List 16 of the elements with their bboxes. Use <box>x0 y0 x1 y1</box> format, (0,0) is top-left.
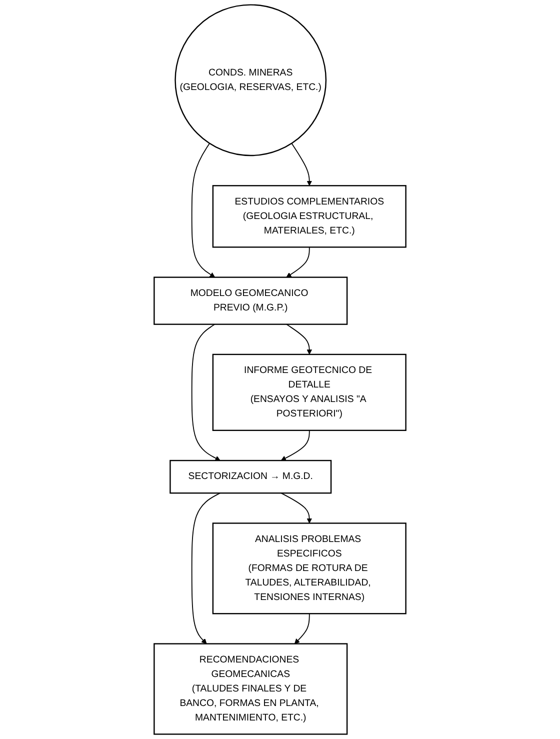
arrow <box>294 613 310 644</box>
node-box: MODELO GEOMECANICO PREVIO (M.G.P.) <box>154 276 348 325</box>
arrow <box>280 430 310 461</box>
arrow <box>286 324 312 355</box>
arrow <box>280 492 312 524</box>
arrow <box>191 324 220 461</box>
node-box: ESTUDIOS COMPLEMENTARIOS (GEOLOGIA ESTRUCTURAL, MATERIALES, ETC.) <box>212 185 406 248</box>
node-box: INFORME GEOTECNICO DE DETALLE (ENSAYOS Y ANALISIS "A POSTERIORI") <box>212 354 406 431</box>
arrow <box>286 246 310 278</box>
arrow <box>291 142 312 186</box>
node-circle: CONDS. MINERAS (GEOLOGIA, RESERVAS, ETC.) <box>174 4 327 156</box>
arrow <box>191 142 216 278</box>
node-box: SECTORIZACION → M.G.D. <box>170 460 332 494</box>
node-box: ANALISIS PROBLEMAS ESPECIFICOS (FORMAS DE ROTURA DE TALUDES, ALTERABILIDAD, TENSIONES INTERNAS) <box>212 522 406 614</box>
arrow <box>191 492 221 644</box>
node-box: RECOMENDACIONES GEOMECANICAS (TALUDES FINALES Y DE BANCO, FORMAS EN PLANTA, MANTENIMIENTO, ETC.) <box>154 643 348 735</box>
